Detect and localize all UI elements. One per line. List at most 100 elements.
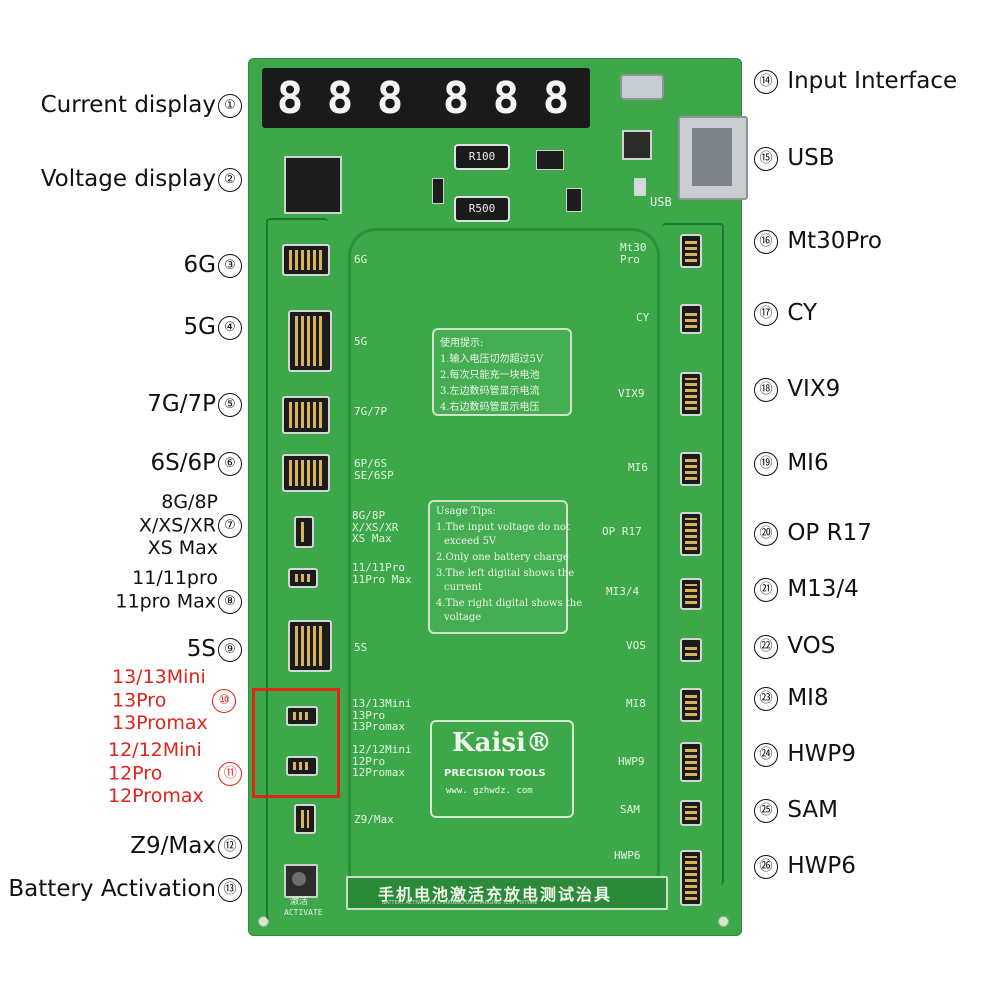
- callout-number: ㉓: [754, 686, 778, 711]
- mount-hole-icon: [718, 916, 729, 927]
- silk-7g-7p: 7G/7P: [354, 405, 388, 418]
- silk-cy: CY: [636, 311, 650, 324]
- label-text: HWP6: [787, 853, 856, 879]
- label-op-r17: ⑳ OP R17: [752, 520, 872, 546]
- callout-number: ⑭: [754, 69, 778, 94]
- label-line: 11/11pro: [132, 567, 218, 589]
- label-vos: ㉒ VOS: [752, 633, 835, 659]
- callout-number: ⑯: [754, 229, 778, 254]
- connector-z9-max: [294, 804, 316, 834]
- callout-number: ㉖: [754, 854, 778, 879]
- small-chip: [566, 188, 582, 212]
- label-text: CY: [787, 300, 818, 326]
- activate-button[interactable]: [284, 864, 318, 898]
- tip-line: 1.输入电压切勿超过5V: [440, 354, 544, 365]
- silk-mi6: MI6: [628, 461, 648, 474]
- callout-number: ㉔: [754, 742, 778, 767]
- connector-cy: [680, 304, 702, 334]
- led: [634, 178, 646, 196]
- capacitor: [622, 130, 652, 160]
- label-hwp9: ㉔ HWP9: [752, 741, 856, 767]
- label-text: Mt30Pro: [787, 228, 882, 254]
- connector-mt30pro: [680, 234, 702, 268]
- silk-op-r17: OP R17: [602, 525, 642, 538]
- callout-number: ⑨: [218, 637, 242, 662]
- tip-line: 4.右边数码管显示电压: [440, 402, 540, 413]
- activate-cn-label: 激活: [290, 897, 309, 907]
- label-text: 6S/6P: [150, 450, 217, 476]
- digit: 8: [376, 73, 404, 124]
- tip-line: 4.The right digital shows the: [436, 598, 583, 609]
- connector-hwp9: [680, 742, 702, 782]
- kaisi-logo: Kaisi® PRECISION TOOLS www. gzhwdz. com: [430, 720, 574, 818]
- silk-hwp6: HWP6: [614, 849, 641, 862]
- label-text: HWP9: [787, 741, 856, 767]
- label-text: Z9/Max: [130, 833, 216, 859]
- connector-hwp6: [680, 850, 702, 906]
- microcontroller-chip: [284, 156, 342, 214]
- brand-name: Kaisi®: [452, 728, 552, 758]
- label-text: USB: [787, 145, 835, 171]
- brand-subtitle: PRECISION TOOLS: [444, 768, 546, 779]
- callout-number: ⑲: [754, 451, 778, 476]
- label-usb: ⑮ USB: [752, 145, 835, 171]
- label-mt30pro: ⑯ Mt30Pro: [752, 228, 882, 254]
- callout-number: ②: [218, 167, 242, 192]
- callout-number: ①: [218, 93, 242, 118]
- connector-mi3-4: [680, 578, 702, 610]
- callout-number: ⑱: [754, 377, 778, 402]
- silk-mi8: MI8: [626, 697, 646, 710]
- resistor-r500: R500: [454, 196, 510, 222]
- silk-5s: 5S: [354, 641, 368, 654]
- tip-line: 2.Only one battery charge: [436, 552, 569, 563]
- seven-segment-display: 8 8 8 8 8 8: [262, 68, 590, 128]
- resistor-r100: R100: [454, 144, 510, 170]
- connector-7g-7p: [282, 396, 330, 434]
- label-text: Battery Activation: [8, 876, 216, 902]
- label-line: 13Promax: [112, 711, 208, 734]
- callout-number: ③: [218, 253, 242, 278]
- label-text: SAM: [787, 797, 838, 823]
- digit: 8: [492, 73, 520, 124]
- callout-number: ⑪: [218, 761, 243, 786]
- connector-op-r17: [680, 512, 702, 556]
- tip-line: 3.The left digital shows the: [436, 568, 575, 579]
- tip-title: 使用提示:: [440, 338, 484, 349]
- label-text: 6G: [183, 252, 216, 278]
- connector-mi8: [680, 688, 702, 722]
- silk-vix9: VIX9: [618, 387, 645, 400]
- label-text: Input Interface: [787, 68, 958, 94]
- trace: [266, 218, 328, 920]
- callout-number: ④: [218, 315, 242, 340]
- callout-number: ㉒: [754, 634, 778, 659]
- connector-6g: [282, 244, 330, 276]
- label-hwp6: ㉖ HWP6: [752, 853, 856, 879]
- connector-6s-6p: [282, 454, 330, 492]
- micro-usb-input-port: [620, 74, 664, 100]
- usage-tips-chinese: 使用提示: 1.输入电压切勿超过5V 2.每次只能充一块电池 3.左边数码管显示…: [432, 328, 572, 416]
- tip-line: 2.每次只能充一块电池: [440, 370, 540, 381]
- silk-vos: VOS: [626, 639, 646, 652]
- label-input-interface: ⑭ Input Interface: [752, 68, 957, 94]
- fixture-title-en: BATTERY ACTIVATION CHARGING DISCHARGING …: [382, 900, 538, 906]
- silk-5g: 5G: [354, 335, 368, 348]
- silk-mi3-4: MI3/4: [606, 585, 640, 598]
- callout-number: ⑮: [754, 146, 778, 171]
- connector-8g-x: [294, 516, 314, 548]
- connector-13-series: [286, 706, 318, 726]
- connector-sam: [680, 800, 702, 826]
- label-line: XS Max: [147, 536, 218, 559]
- callout-number: ⑤: [218, 392, 242, 417]
